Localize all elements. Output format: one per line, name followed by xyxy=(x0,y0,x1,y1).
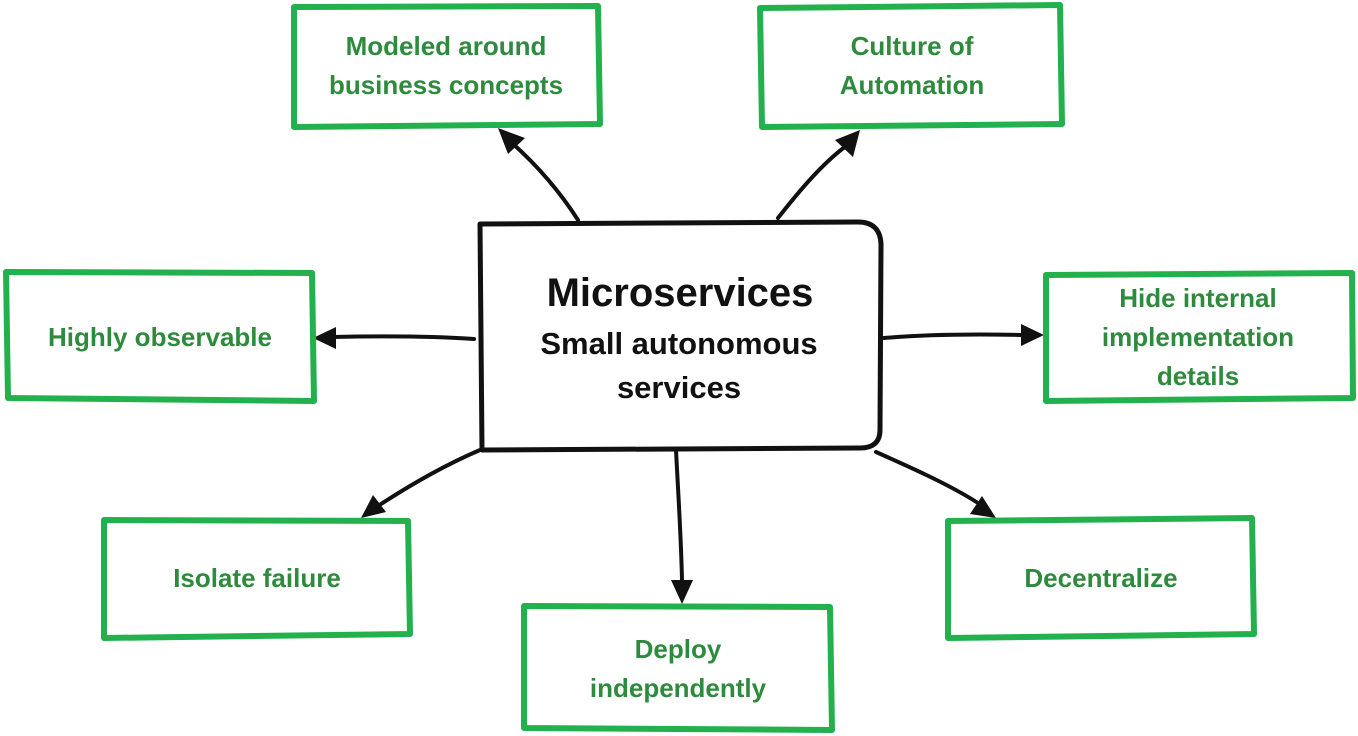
node-modeled-line-1: Modeled around xyxy=(346,31,547,61)
node-deploy-line-2: independently xyxy=(590,673,767,703)
node-deploy-independently: Deploy independently xyxy=(521,603,835,733)
arrow-to-deploy xyxy=(671,448,693,604)
arrow-to-modeled xyxy=(498,128,580,222)
node-modeled-line-2: business concepts xyxy=(329,70,563,100)
arrow-to-hide xyxy=(882,324,1044,346)
node-observable-line-1: Highly observable xyxy=(48,322,272,352)
node-deploy-line-1: Deploy xyxy=(635,634,722,664)
node-culture-of-automation: Culture of Automation xyxy=(757,2,1065,130)
node-isolate-failure: Isolate failure xyxy=(101,517,413,641)
node-hide-line-1: Hide internal xyxy=(1119,283,1276,313)
arrow-to-culture xyxy=(776,130,860,220)
node-culture-line-2: Automation xyxy=(840,70,984,100)
arrow-to-observable xyxy=(313,327,476,349)
node-decentralize: Decentralize xyxy=(945,515,1257,641)
node-decentralize-line-1: Decentralize xyxy=(1024,563,1177,593)
node-highly-observable: Highly observable xyxy=(3,269,317,404)
node-isolate-line-1: Isolate failure xyxy=(173,563,341,593)
node-modeled-around-business-concepts: Modeled around business concepts xyxy=(291,3,603,130)
center-box: Microservices Small autonomous services xyxy=(477,219,884,453)
node-hide-line-2: implementation xyxy=(1102,322,1294,352)
arrow-to-isolate xyxy=(361,448,482,518)
center-title: Microservices xyxy=(547,271,814,315)
node-culture-line-1: Culture of xyxy=(851,31,974,61)
node-hide-line-3: details xyxy=(1157,361,1239,391)
arrow-to-decentralize xyxy=(874,450,996,518)
center-subtitle-line-1: Small autonomous xyxy=(540,326,817,361)
node-hide-internal-implementation-details: Hide internal implementation details xyxy=(1043,270,1356,404)
center-subtitle-line-2: services xyxy=(617,370,741,405)
